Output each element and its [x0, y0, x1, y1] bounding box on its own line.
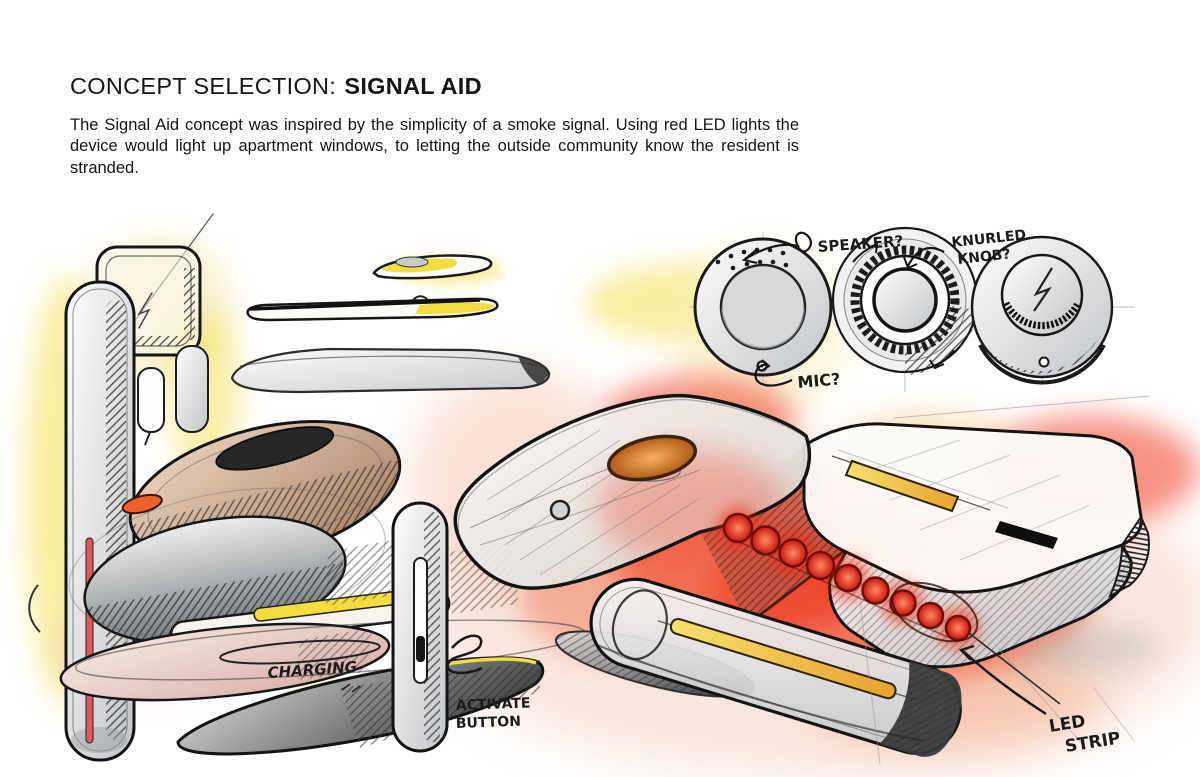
dome-squiggle	[1033, 267, 1053, 312]
knob-c-bottom-rim	[978, 344, 1106, 385]
speaker-label: SPEAKER?	[817, 232, 904, 256]
hatch-right	[184, 268, 195, 340]
pill-small	[137, 367, 165, 433]
rotate-arrow-2-head	[929, 359, 945, 370]
blade-2-topline	[249, 298, 481, 311]
speaker-arrow	[743, 231, 812, 261]
dark-slab-yellow-rim	[439, 657, 537, 667]
hero-shadow	[1010, 626, 1160, 670]
knurled-arrow	[907, 247, 945, 267]
slab-led-strip	[669, 617, 897, 700]
lower-slab-device	[554, 577, 962, 757]
led-strip-annotation: LED STRIP	[958, 632, 1122, 757]
deck-knurled-corner	[1107, 514, 1150, 599]
blade-3-outline	[230, 347, 551, 394]
blade-3-dark-tip	[518, 356, 549, 385]
hatch-bottom	[112, 336, 184, 346]
activate-label-1: ACTIVATE	[456, 695, 531, 714]
small-pill-sketches	[137, 345, 209, 446]
activate-slot	[413, 557, 428, 684]
led-strip-arrow	[962, 650, 1047, 716]
rotate-arrow-1-head	[867, 242, 879, 254]
blade-2-bump	[411, 295, 429, 302]
knob-annotations: SPEAKER? KNURLED KNOB? MIC?	[741, 227, 1027, 392]
intro-paragraph: The Signal Aid concept was inspired by t…	[70, 115, 799, 177]
red-indicator-strip	[85, 537, 94, 744]
blade-1-oval	[395, 256, 429, 268]
tick-marks	[341, 683, 361, 693]
speaker-dots	[715, 247, 789, 271]
construction-lines	[859, 395, 1151, 765]
knurl-ring	[850, 245, 960, 355]
slab-dark-cap-hatch	[879, 661, 962, 757]
deck-slot	[995, 521, 1058, 549]
pill-tall	[175, 345, 209, 433]
knob-studies: SPEAKER? KNURLED KNOB? MIC?	[690, 226, 1135, 392]
disc-top-opening	[215, 426, 335, 471]
knob-c-dome	[1000, 253, 1084, 337]
hero-lid	[453, 393, 812, 590]
title-prefix: CONCEPT SELECTION:	[70, 73, 337, 99]
domes	[722, 512, 972, 642]
bg-hatch-1	[326, 540, 392, 606]
lower-slab	[589, 577, 962, 757]
deck-pencil-hatch	[869, 439, 1091, 561]
hero-orange-button	[607, 434, 697, 482]
knob-c-hole	[1038, 356, 1050, 368]
blade-2-yellow	[415, 302, 495, 314]
activate-button-sketch: ACTIVATE BUTTON	[296, 501, 531, 753]
knurled-label-2: KNOB?	[957, 246, 1012, 267]
deck-led-strip	[844, 459, 960, 513]
page-title: CONCEPT SELECTION: SIGNAL AID	[70, 73, 810, 100]
strip-guide-2	[837, 449, 1009, 509]
dome-lasso	[891, 581, 979, 643]
pill-foot	[144, 431, 151, 446]
mic-arrow	[754, 363, 793, 387]
thin-blade-profiles	[230, 254, 551, 394]
knob-speaker-sketch	[693, 237, 833, 377]
rotate-arrow-2	[935, 349, 955, 367]
deck-front-hatch	[829, 545, 1132, 667]
bar-bottom-shade	[71, 727, 127, 753]
led-strip-line-2	[968, 632, 1061, 705]
hero-device-sketch: LED STRIP	[453, 393, 1160, 765]
knob-dome-sketch	[970, 235, 1114, 385]
dome-row-underline	[734, 539, 956, 641]
speaker-arrow-head	[741, 249, 758, 264]
bg-hatch-3	[296, 628, 372, 680]
knurled-arrow-head	[903, 256, 918, 270]
slab-front-lip	[597, 644, 925, 742]
activate-label-2: BUTTON	[456, 714, 522, 732]
pencil-swirl	[28, 584, 41, 633]
led-dome-row	[716, 506, 980, 650]
knob-b-center	[872, 267, 938, 333]
zigzag-mark	[137, 292, 153, 329]
lid-sketch-outline	[457, 398, 810, 533]
dome-base-ticks	[1002, 301, 1082, 329]
lid-crease-2	[479, 469, 701, 546]
lid-outline	[453, 393, 812, 590]
activate-slot-button	[416, 636, 425, 662]
blade-3-crease	[239, 355, 541, 367]
disc-led-button	[121, 493, 163, 515]
squiggle-arrow	[446, 634, 483, 675]
lid-small-hole	[549, 499, 571, 521]
mic-label: MIC?	[797, 369, 841, 392]
mic-arrow-head	[760, 359, 771, 372]
hero-rear-deck	[802, 422, 1150, 669]
knob-knurled-sketch	[831, 226, 979, 375]
title-emphasis: SIGNAL AID	[344, 73, 482, 99]
knob-b-shadow-hatch	[905, 306, 978, 375]
knurled-label-1: KNURLED	[951, 227, 1027, 251]
led-strip-arrow-head	[958, 644, 975, 661]
page-header: CONCEPT SELECTION: SIGNAL AID The Signal …	[70, 73, 810, 179]
